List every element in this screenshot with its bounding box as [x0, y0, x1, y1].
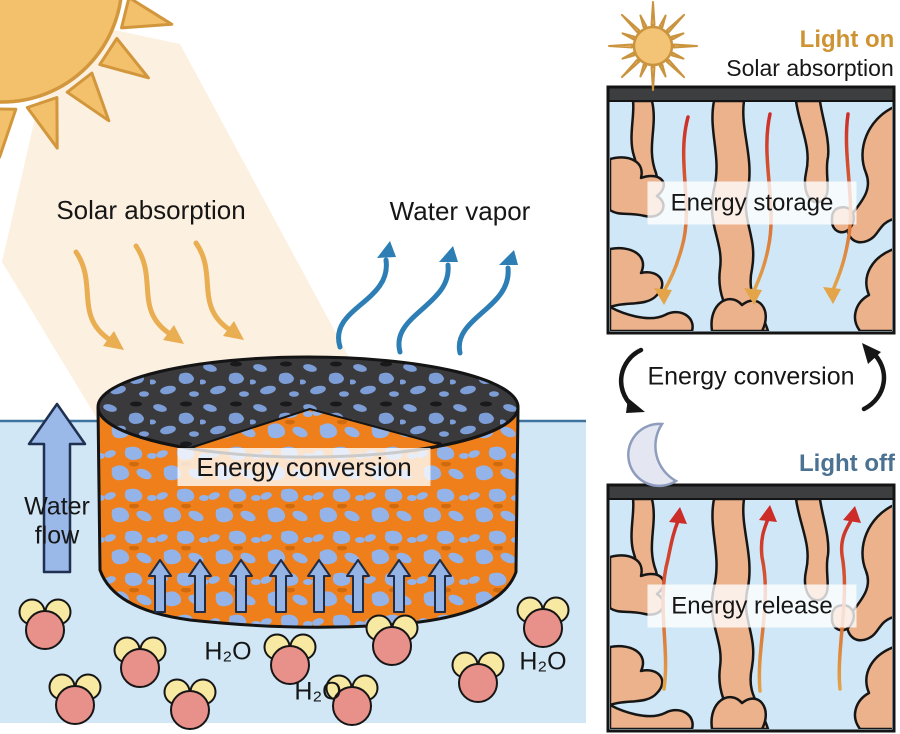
energy-conversion-cycle-label: Energy conversion — [647, 362, 855, 391]
solar-arrows — [73, 240, 244, 350]
water-flow-line1: Water — [24, 492, 90, 521]
cycle-arrow-left — [618, 347, 645, 413]
energy-storage-label: Energy storage — [670, 189, 834, 216]
sun-rays — [608, 1, 698, 91]
water-molecule — [18, 598, 72, 650]
light-on-label: Light on — [799, 26, 895, 54]
water-molecule — [451, 651, 505, 703]
sun-icon — [608, 1, 698, 91]
energy-storage-band: Energy storage — [647, 181, 857, 225]
solar-absorption-right-label: Solar absorption — [726, 54, 894, 81]
water-molecule — [325, 674, 379, 726]
water-molecule — [48, 673, 102, 725]
energy-conversion-band: Energy conversion — [177, 448, 431, 486]
h2o-label: H₂O — [519, 647, 567, 676]
water-flow-arrow — [27, 402, 87, 574]
water-molecule — [263, 633, 317, 685]
water-molecules — [18, 596, 570, 730]
energy-conversion-label: Energy conversion — [196, 451, 412, 482]
sun-rays — [0, 0, 174, 159]
heat-arrows-up — [661, 505, 861, 693]
energy-release-band: Energy release — [647, 584, 857, 628]
moon-icon — [627, 422, 679, 488]
water-molecule — [113, 636, 167, 688]
evaporator-cylinder — [96, 355, 520, 629]
h2o-label: H₂O — [294, 677, 342, 706]
vapor-arrows — [336, 241, 518, 356]
water-molecule — [163, 678, 217, 730]
cycle-arrow-right — [861, 343, 887, 412]
water-molecule — [365, 614, 419, 666]
h2o-label: H₂O — [204, 637, 252, 666]
water-flow-line2: flow — [34, 521, 80, 549]
solar-absorption-label: Solar absorption — [56, 195, 246, 226]
energy-release-label: Energy release — [671, 592, 833, 619]
heat-arrows-down — [654, 112, 853, 305]
sun-icon — [0, 0, 174, 159]
water-flow-label: Water flow — [24, 492, 90, 550]
water-molecule — [516, 596, 570, 648]
water-vapor-label: Water vapor — [389, 196, 531, 227]
light-off-label: Light off — [799, 450, 895, 478]
